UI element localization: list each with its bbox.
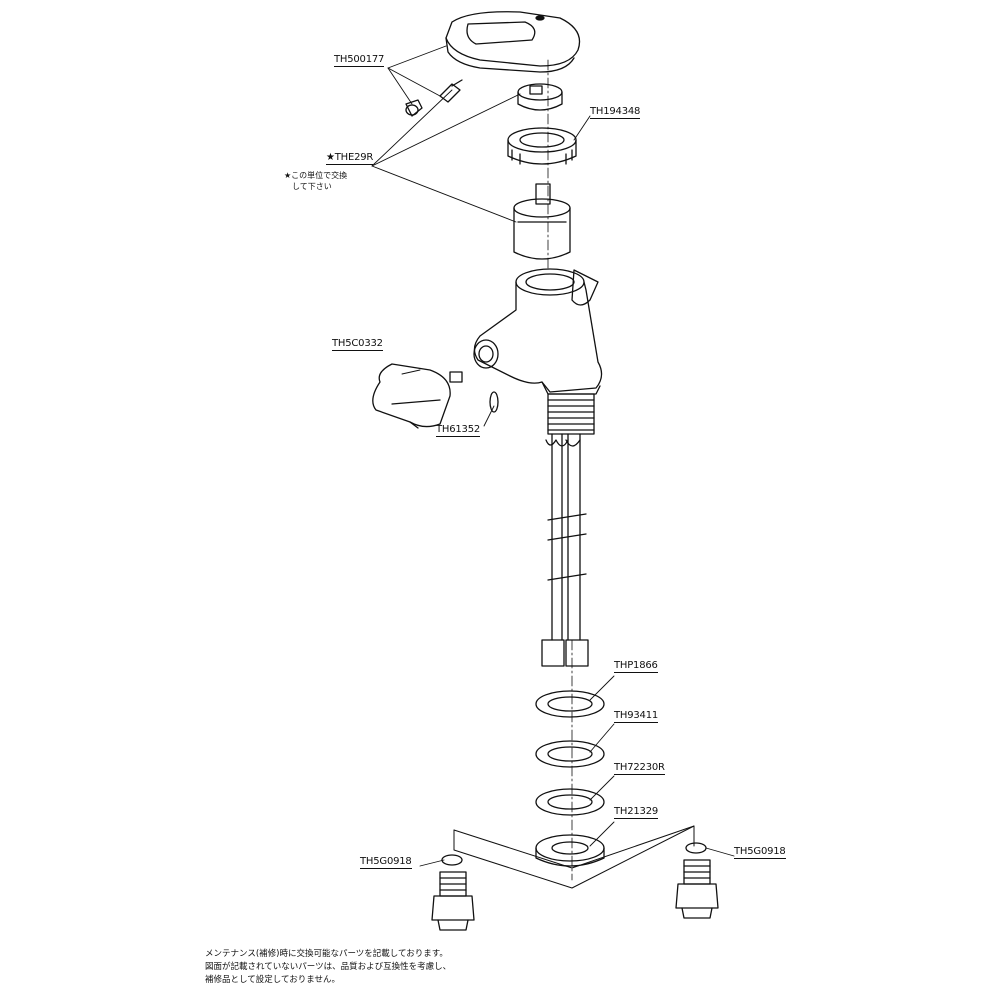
maintenance-footer-note: メンテナンス(補修)時に交換可能なパーツを記載しております。 図面が記載されてい… xyxy=(205,948,451,987)
label-thp1866: THP1866 xyxy=(614,660,658,673)
cartridge-cap xyxy=(517,83,563,111)
unit-replace-note-line1: ★この単位で交換 xyxy=(284,171,348,180)
label-th5g0918-right: TH5G0918 xyxy=(734,846,786,859)
valve-fitting-right xyxy=(675,842,719,919)
side-lever-cap xyxy=(372,363,499,429)
cartridge xyxy=(513,183,571,260)
counter-outline xyxy=(453,825,695,889)
label-th194348: TH194348 xyxy=(590,106,641,119)
leader-lines xyxy=(371,45,735,867)
gasket-th93411 xyxy=(535,740,605,768)
label-th5g0918-left: TH5G0918 xyxy=(360,856,412,869)
footer-line-1: メンテナンス(補修)時に交換可能なパーツを記載しております。 xyxy=(205,949,448,959)
gasket-thp1866 xyxy=(535,690,605,718)
valve-fitting-left xyxy=(431,854,475,931)
cartridge-nut xyxy=(507,127,577,165)
counter-outline-left-edge xyxy=(453,829,573,869)
label-th72230r: TH72230R xyxy=(614,762,665,775)
label-the29r: ★THE29R xyxy=(326,152,374,165)
faucet-body xyxy=(473,268,603,395)
mounting-nut-th21329 xyxy=(535,834,605,867)
footer-line-2: 図面が記載されていないパーツは、品質および互換性を考慮し、 xyxy=(205,962,452,972)
label-th93411: TH93411 xyxy=(614,710,659,723)
label-th61352: TH61352 xyxy=(436,424,481,437)
unit-replace-note: ★この単位で交換 して下さい xyxy=(284,170,347,192)
gasket-th72230r xyxy=(535,788,605,816)
threaded-shank xyxy=(547,393,595,435)
label-th5c0332: TH5C0332 xyxy=(332,338,383,351)
label-th21329: TH21329 xyxy=(614,806,659,819)
handle-screw xyxy=(405,79,463,117)
unit-replace-note-line2: して下さい xyxy=(292,182,332,191)
counter-outline-right-edge xyxy=(571,825,695,869)
handle-lever xyxy=(445,11,581,73)
label-th500177: TH500177 xyxy=(334,54,385,67)
supply-hoses xyxy=(541,433,589,667)
footer-line-3: 補修品として設定しておりません。 xyxy=(205,975,340,985)
